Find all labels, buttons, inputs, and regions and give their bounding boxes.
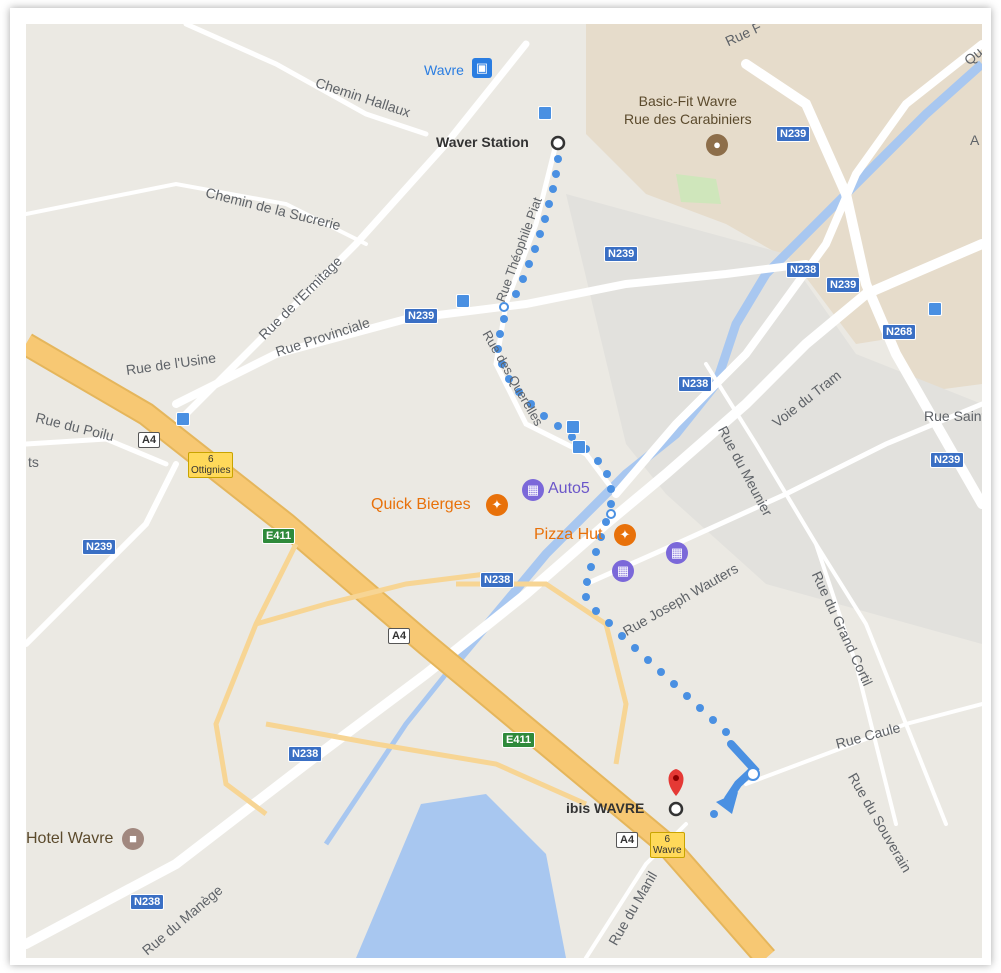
shield-n268: N268 [882, 324, 917, 340]
shopping-icon-auto5[interactable]: ▦ [522, 479, 544, 501]
poi-ibis-wavre[interactable]: ibis WAVRE [566, 800, 645, 816]
shopping-icon-1[interactable]: ▦ [666, 542, 688, 564]
poi-auto5[interactable]: Auto5 [548, 480, 590, 497]
exit-wavre: 6 Wavre [650, 832, 685, 858]
street-cortil [814, 542, 948, 826]
exit-wavre-number: 6 [664, 834, 671, 845]
map-frame: Chemin Hallaux Chemin de la Sucrerie Rue… [10, 8, 991, 965]
route-arrowhead [716, 792, 738, 814]
street-poilu [26, 436, 169, 467]
route-dots [494, 155, 730, 818]
restaurant-icon-pizza[interactable]: ✦ [614, 524, 636, 546]
street-n239-east [612, 40, 982, 498]
exit-ottignies-label: Ottignies [191, 465, 231, 476]
lake [356, 794, 566, 958]
bus-stop-icon-3[interactable] [176, 412, 190, 426]
route-markers [499, 302, 760, 781]
shield-a4-1: A4 [138, 432, 161, 448]
shield-n239-1: N239 [776, 126, 811, 142]
poi-quick-bierges[interactable]: Quick Bierges [371, 496, 471, 513]
exit-ottignies-number: 6 [207, 454, 214, 465]
poi-basic-fit-street: Rue des Carabiniers [624, 111, 752, 127]
bus-stop-icon-2[interactable] [456, 294, 470, 308]
street-provinciale [172, 260, 810, 408]
poi-waver-station[interactable]: Waver Station [436, 134, 529, 150]
poi-basic-fit[interactable]: Basic-Fit Wavre Rue des Carabiniers [624, 92, 752, 128]
train-icon[interactable]: ▣ [472, 58, 492, 78]
shopping-icon-2[interactable]: ▦ [612, 560, 634, 582]
shield-a4-3: A4 [616, 832, 639, 848]
poi-basic-fit-name: Basic-Fit Wavre [638, 93, 737, 109]
exit-wavre-label: Wavre [653, 845, 682, 856]
shield-n239-5: N239 [930, 452, 965, 468]
ramp-2 [255, 571, 487, 627]
label-right-a: A [970, 132, 980, 148]
bus-stop-icon-4[interactable] [566, 420, 580, 434]
ibis-marker [668, 801, 684, 817]
park [676, 174, 721, 204]
shield-n239-2: N239 [604, 246, 639, 262]
map-layer [26, 24, 982, 958]
shield-a4-2: A4 [388, 628, 411, 644]
route-arrow [724, 740, 760, 803]
street-hallaux [183, 24, 429, 137]
restaurant-icon-quick[interactable]: ✦ [486, 494, 508, 516]
shield-n239-6: N239 [82, 539, 117, 555]
bus-stop-icon-1[interactable] [538, 106, 552, 120]
street-left-n239 [26, 461, 179, 647]
shield-n238-4: N238 [288, 746, 323, 762]
river-2 [323, 672, 448, 846]
ramp-4 [265, 721, 588, 807]
block-area [566, 194, 982, 644]
ramp-1 [213, 542, 299, 816]
bus-stop-icon-6[interactable] [928, 302, 942, 316]
street-ermitage [172, 40, 530, 428]
street-caule [744, 702, 982, 786]
hotel-icon[interactable]: ■ [122, 828, 144, 850]
shield-n239-4: N239 [826, 277, 861, 293]
exit-ottignies: 6 Ottignies [188, 452, 234, 478]
map-canvas[interactable]: Chemin Hallaux Chemin de la Sucrerie Rue… [26, 24, 982, 958]
label-rue-sainte: Rue Sainte [924, 408, 982, 424]
street-theophile [493, 141, 619, 497]
shield-n238-5: N238 [130, 894, 165, 910]
shield-e411-2: E411 [502, 732, 536, 748]
urban-area [586, 24, 982, 344]
gym-icon[interactable]: ● [706, 134, 728, 156]
street-sucrerie [26, 181, 368, 246]
station-marker [550, 135, 566, 151]
shield-n238-2: N238 [678, 376, 713, 392]
shield-n238-3: N238 [480, 572, 515, 588]
bus-stop-icon-5[interactable] [572, 440, 586, 454]
poi-wavre-rail[interactable]: Wavre [424, 62, 464, 78]
shield-n238-1: N238 [786, 262, 821, 278]
ibis-pin [668, 769, 684, 796]
poi-hotel-wavre[interactable]: Hotel Wavre [26, 830, 114, 847]
shield-n239-3: N239 [404, 308, 439, 324]
label-left-edge: ts [28, 454, 39, 470]
street-n239-north [741, 59, 982, 509]
shield-e411-1: E411 [262, 528, 296, 544]
poi-pizza-hut[interactable]: Pizza Hut [534, 526, 603, 543]
